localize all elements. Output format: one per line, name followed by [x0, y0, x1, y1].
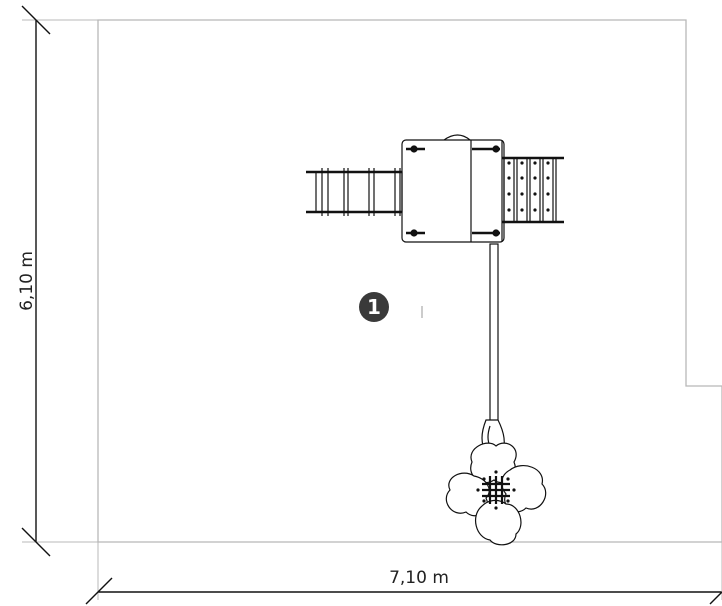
slide	[481, 243, 505, 453]
height-label: 6,10 m	[17, 251, 37, 311]
width-dimension	[85, 542, 722, 605]
left-ladder	[306, 168, 403, 216]
width-label: 7,10 m	[389, 568, 449, 588]
height-dimension	[21, 5, 98, 557]
marker-badge	[359, 292, 389, 322]
marker-number: 1	[367, 295, 381, 319]
area-outline	[97, 19, 722, 543]
flower-platform	[445, 442, 547, 546]
equipment-marker: 1	[359, 292, 389, 322]
right-ladder	[502, 156, 564, 224]
play-tower	[401, 134, 505, 243]
